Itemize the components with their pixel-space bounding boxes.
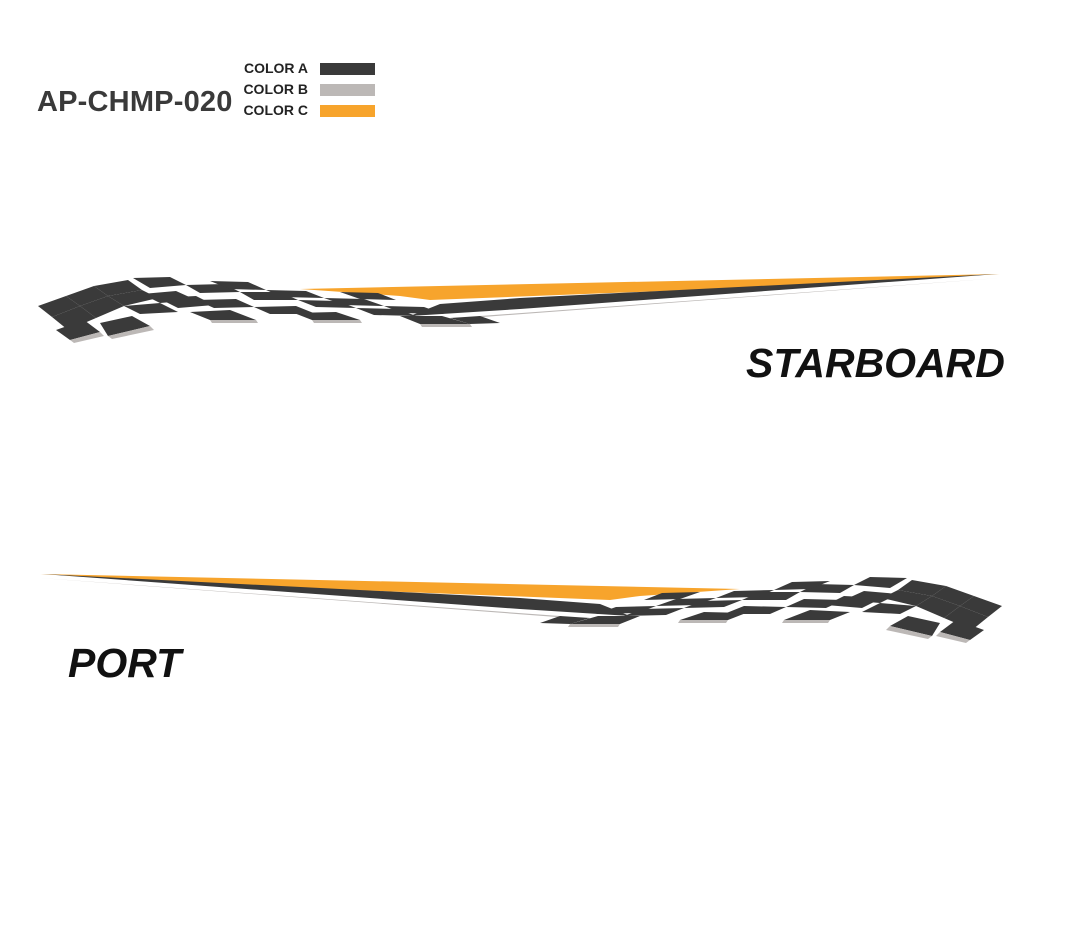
color-legend: COLOR A COLOR B COLOR C [225, 60, 380, 123]
legend-label: COLOR C [243, 102, 308, 118]
legend-label: COLOR A [243, 60, 308, 76]
legend-swatch [320, 63, 375, 75]
legend-row-color-a: COLOR A [225, 60, 380, 81]
legend-row-color-b: COLOR B [225, 81, 380, 102]
legend-swatch [320, 105, 375, 117]
legend-swatch [320, 84, 375, 96]
port-decal [40, 574, 1002, 643]
starboard-label: STARBOARD [746, 340, 1005, 386]
product-code: AP-CHMP-020 [37, 86, 233, 118]
legend-row-color-c: COLOR C [225, 102, 380, 123]
legend-label: COLOR B [243, 81, 308, 97]
starboard-decal [38, 274, 1000, 343]
port-label: PORT [68, 640, 182, 686]
